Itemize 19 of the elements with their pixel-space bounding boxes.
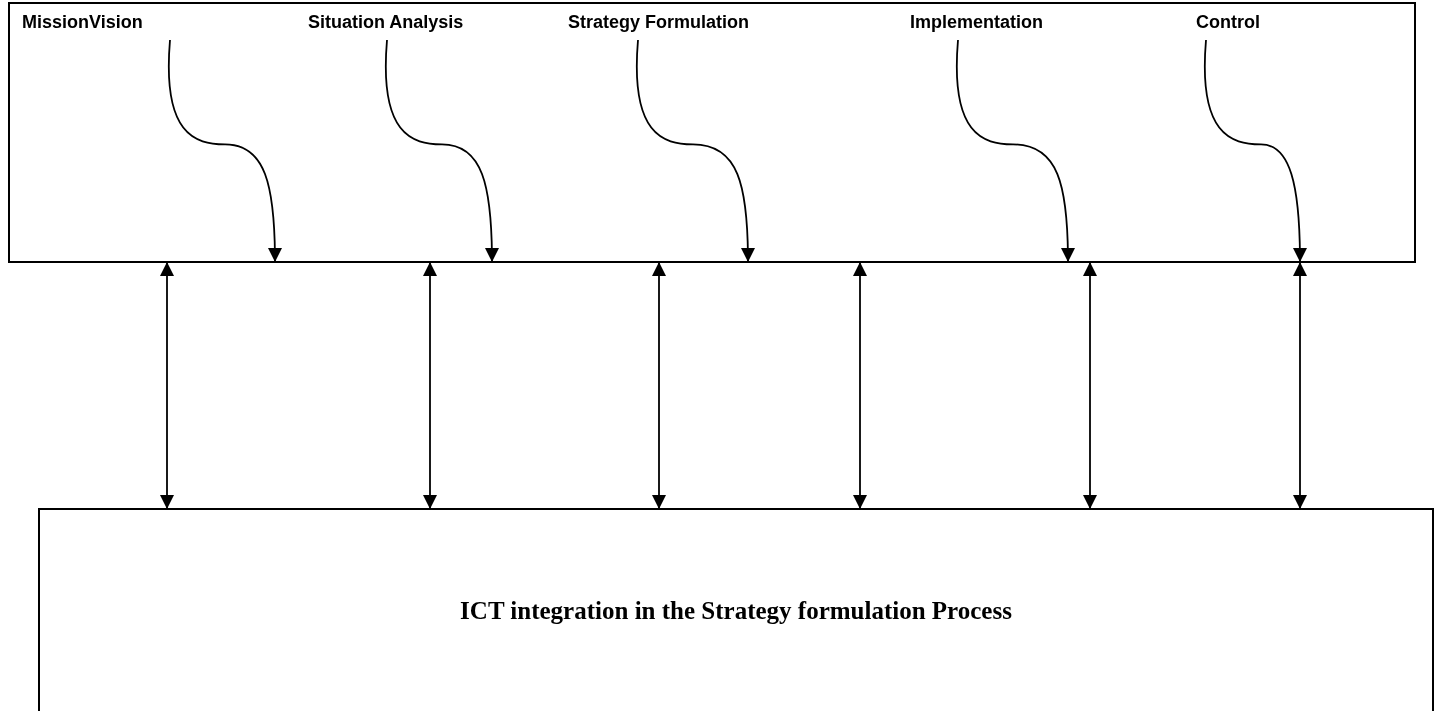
stage-label: Control bbox=[1196, 10, 1260, 36]
arrow bbox=[955, 39, 1076, 263]
stage-label: Strategy Formulation bbox=[568, 10, 750, 36]
arrow bbox=[635, 39, 756, 263]
arrow bbox=[852, 261, 868, 510]
box-title: ICT integration in the Strategy formulation Process bbox=[460, 595, 1012, 626]
arrow bbox=[1203, 39, 1308, 263]
stage-label: Implementation bbox=[910, 10, 1043, 36]
arrow bbox=[422, 261, 438, 510]
stage-label: Situation Analysis bbox=[308, 10, 464, 36]
stage-label: MissionVision bbox=[22, 10, 143, 36]
arrow bbox=[159, 261, 175, 510]
process-box bbox=[38, 508, 1434, 711]
arrow bbox=[651, 261, 667, 510]
arrow bbox=[384, 39, 500, 263]
arrow bbox=[1292, 261, 1308, 510]
arrow bbox=[1082, 261, 1098, 510]
arrow bbox=[167, 39, 283, 263]
process-box bbox=[8, 2, 1416, 263]
